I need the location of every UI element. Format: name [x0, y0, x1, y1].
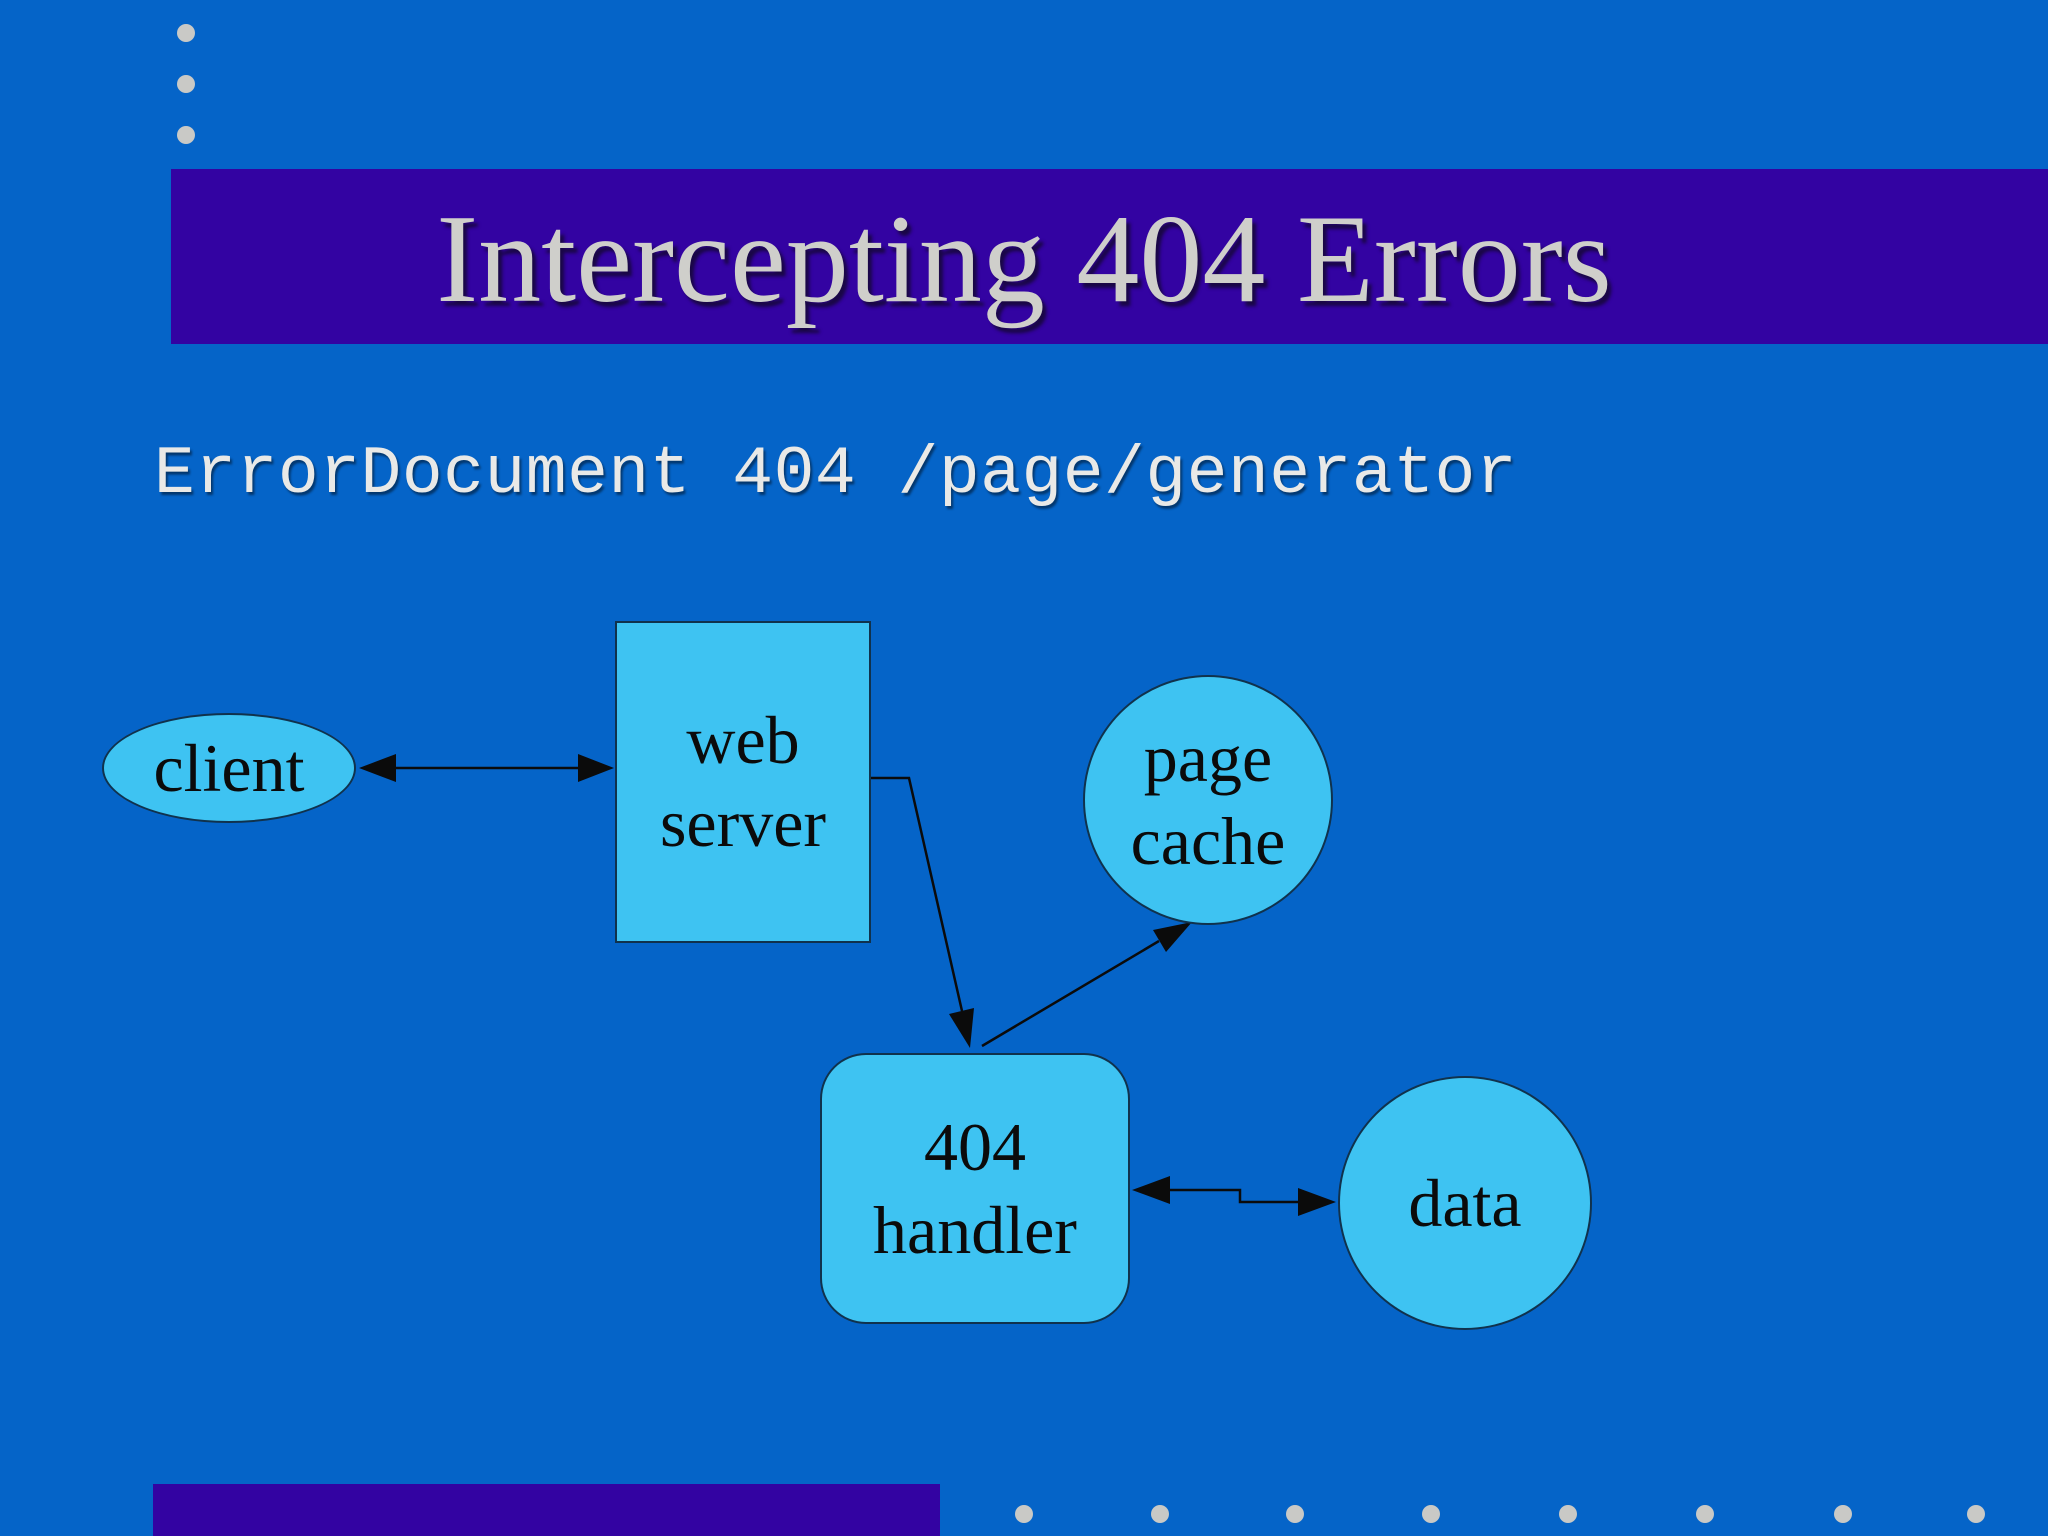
node-404-handler: 404 handler [820, 1053, 1130, 1324]
decorative-dot [177, 24, 195, 42]
edge-handler-data [1132, 1176, 1336, 1216]
decorative-dot [1696, 1505, 1714, 1523]
node-client: client [102, 713, 356, 823]
decorative-dot [177, 75, 195, 93]
decorative-dot [1015, 1505, 1033, 1523]
decorative-dot [1286, 1505, 1304, 1523]
node-web-server: web server [615, 621, 871, 943]
slide-title: Intercepting 404 Errors [436, 189, 1612, 329]
decorative-dot [1422, 1505, 1440, 1523]
decorative-dot [1834, 1505, 1852, 1523]
edge-handler-pagecache [981, 922, 1192, 1048]
node-web-server-label: web server [659, 702, 827, 861]
title-bar [171, 169, 2048, 344]
node-client-label: client [153, 729, 305, 806]
node-page-cache-label: page cache [1130, 720, 1286, 879]
node-data-label: data [1408, 1164, 1522, 1241]
edge-webserver-handler [871, 776, 974, 1048]
node-page-cache: page cache [1083, 675, 1333, 925]
decorative-dot [177, 126, 195, 144]
node-data: data [1338, 1076, 1592, 1330]
code-line: ErrorDocument 404 /page/generator [154, 436, 1518, 513]
decorative-dot [1151, 1505, 1169, 1523]
decorative-dot [1967, 1505, 1985, 1523]
node-404-handler-label: 404 handler [873, 1108, 1077, 1268]
bottom-bar [153, 1484, 940, 1536]
edge-client-webserver [359, 754, 614, 782]
decorative-dot [1559, 1505, 1577, 1523]
